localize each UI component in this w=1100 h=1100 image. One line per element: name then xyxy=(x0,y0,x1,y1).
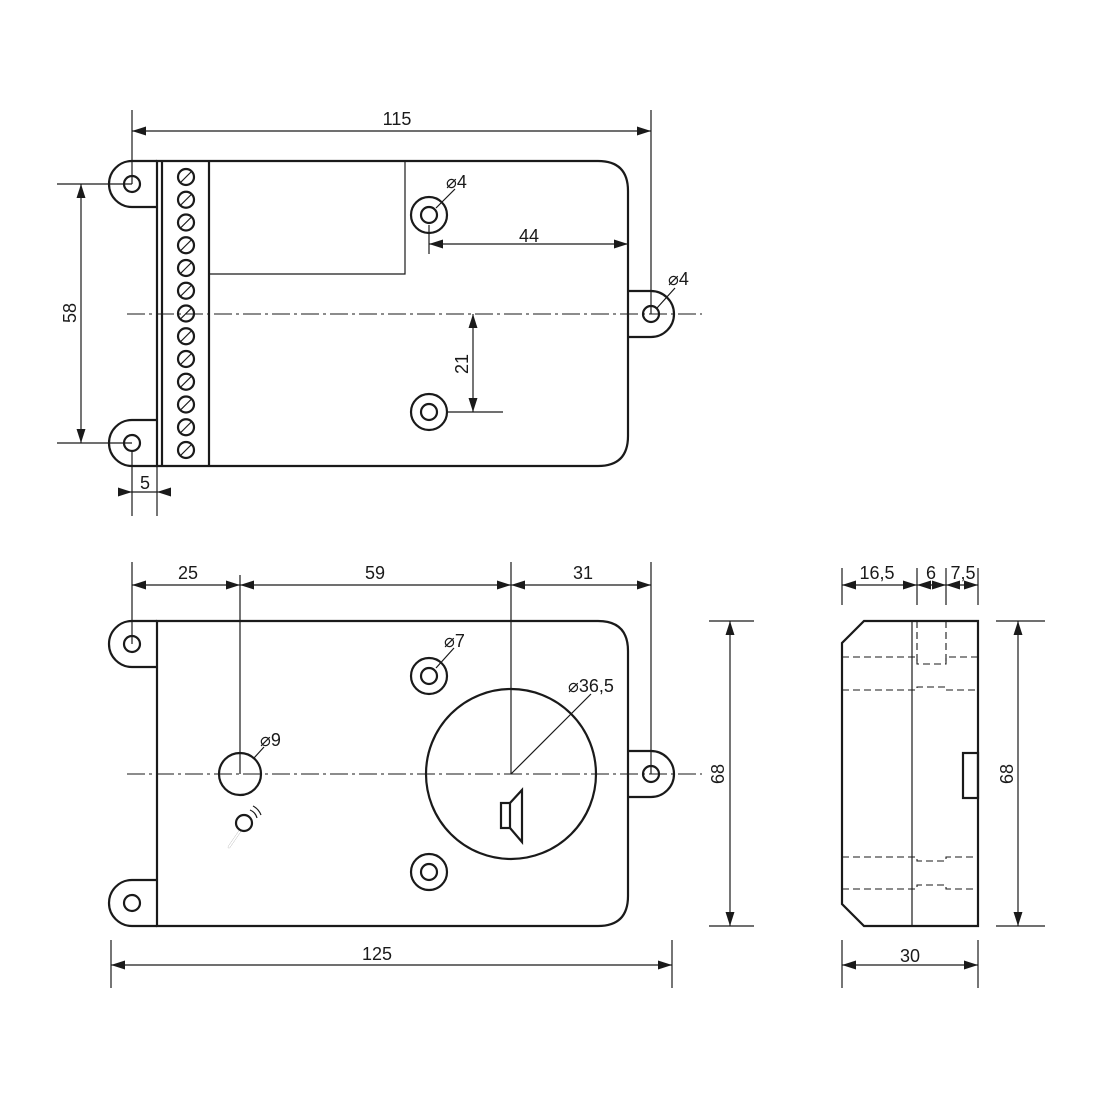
terminal-screw xyxy=(176,440,196,460)
hidden-line xyxy=(842,686,978,691)
terminal-screw xyxy=(176,281,196,300)
dimension-label-59: 59 xyxy=(365,563,385,583)
hole-callout-upper: ⌀4 xyxy=(446,172,467,192)
terminal-screw xyxy=(176,372,196,391)
dimension-label-68: 68 xyxy=(708,764,728,784)
terminal-screw xyxy=(176,190,196,209)
terminal-screw xyxy=(176,349,196,369)
terminal-screw-slot xyxy=(180,376,192,388)
side-view-outline xyxy=(840,619,980,928)
front-upper-boss-hole xyxy=(419,666,439,686)
leader-line xyxy=(656,287,676,309)
dimension-label-125: 125 xyxy=(362,944,392,964)
leader-line xyxy=(435,647,455,669)
top-view: 115 44 ⌀4 ⌀4 58 21 5 xyxy=(57,109,702,516)
hole-callout-7: ⌀7 xyxy=(444,631,465,651)
front-view: 25 59 31 ⌀7 ⌀9 ⌀36,5 68 125 xyxy=(107,562,754,988)
terminal-screw-slot xyxy=(180,171,192,183)
terminal-screw xyxy=(176,213,196,232)
dimension-label-68-side: 68 xyxy=(997,764,1017,784)
terminal-screw-slot xyxy=(180,285,192,297)
side-view-connector xyxy=(961,751,980,800)
front-view-body-outline xyxy=(155,619,630,928)
terminal-screw xyxy=(176,258,196,278)
dimension-label-6: 6 xyxy=(926,563,936,583)
dimension-label-115: 115 xyxy=(383,109,412,129)
dimension-label-7-5: 7,5 xyxy=(950,563,975,583)
dimension-label-16-5: 16,5 xyxy=(859,563,894,583)
speaker-icon xyxy=(499,787,524,845)
terminal-screw xyxy=(176,418,196,437)
lower-screw-hole xyxy=(419,402,439,422)
front-lower-boss-hole xyxy=(419,862,439,882)
hidden-line xyxy=(842,656,978,665)
terminal-screw-slot xyxy=(180,421,192,433)
hidden-line xyxy=(842,856,978,862)
dimension-label-30: 30 xyxy=(900,946,920,966)
terminal-screw xyxy=(176,236,196,255)
dimension-label-21: 21 xyxy=(452,354,472,374)
terminal-screw-slot xyxy=(180,353,192,365)
top-view-component-outline xyxy=(209,161,406,275)
side-view: 16,5 6 7,5 68 30 xyxy=(840,563,1045,988)
dimension-label-25: 25 xyxy=(178,563,198,583)
front-bottom-left-hole xyxy=(122,893,142,913)
mic-callout-9: ⌀9 xyxy=(260,730,281,750)
top-view-body-outline xyxy=(155,159,630,468)
dimension-label-31: 31 xyxy=(573,563,593,583)
hidden-line xyxy=(842,884,978,890)
terminal-screw-slot xyxy=(180,217,192,228)
leader-line xyxy=(435,188,456,209)
microphone-icon xyxy=(227,805,262,849)
front-lower-boss xyxy=(409,852,449,892)
terminal-screw-slot xyxy=(180,194,192,206)
leader-line xyxy=(510,693,592,775)
terminal-screw xyxy=(176,395,196,414)
speaker-callout-36-5: ⌀36,5 xyxy=(568,676,614,696)
terminal-screw-slot xyxy=(180,239,192,251)
lower-screw-boss xyxy=(409,392,449,432)
leader-line xyxy=(253,746,265,759)
terminal-screw-slot xyxy=(180,262,192,274)
dimension-label-58: 58 xyxy=(60,303,80,323)
hole-callout-tab: ⌀4 xyxy=(668,269,689,289)
dimension-label-5: 5 xyxy=(140,473,150,493)
front-bottom-left-tab xyxy=(107,878,157,928)
front-upper-boss xyxy=(409,656,449,696)
upper-screw-hole xyxy=(419,205,439,225)
terminal-screw xyxy=(176,167,196,187)
terminal-screw-slot xyxy=(180,399,192,410)
front-top-left-tab xyxy=(107,619,157,669)
terminal-screw-slot xyxy=(180,444,192,456)
dimension-label-44: 44 xyxy=(519,226,539,246)
terminal-screw-slot xyxy=(180,330,192,342)
terminal-screw xyxy=(176,327,196,346)
